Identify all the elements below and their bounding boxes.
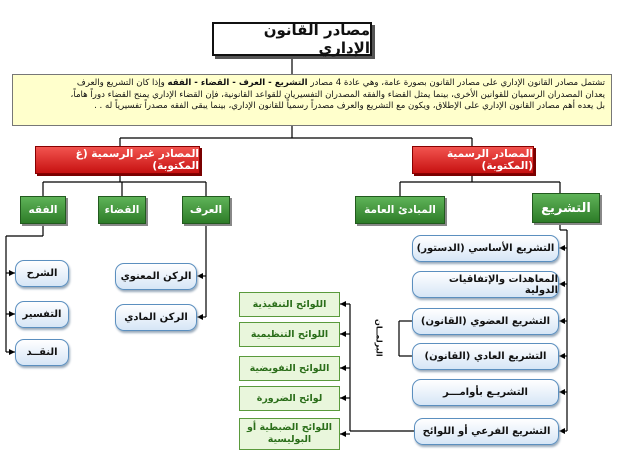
custom-pillar-material: الركن المادي <box>115 304 197 331</box>
jurisprudence-interpretation: التفسير <box>15 301 69 328</box>
legislation-type-ordinances: التشريـع بأوامـــر <box>412 379 559 406</box>
custom-pillar-moral: الركن المعنوي <box>115 263 197 290</box>
regulation-executive: اللوائح التنفيذية <box>239 292 340 317</box>
legislation-box: التشريع <box>532 193 600 223</box>
regulation-police: اللوائح الضبطية أو البوليسية <box>239 418 340 450</box>
intro-line-2: يعدان المصدران الرسميان للقوانين الأخرى،… <box>70 89 605 100</box>
judiciary-box: القضاء <box>98 196 146 224</box>
custom-box: العرف <box>182 196 230 224</box>
general-principles-box: المبادئ العامة <box>355 196 445 224</box>
jurisprudence-explanation: الشرح <box>15 260 69 287</box>
legislation-type-organic: التشريع العضوي (القانون) <box>412 308 559 335</box>
regulation-organizational: اللوائح التنظيمية <box>239 322 340 347</box>
intro-paragraph: تشتمل مصادر القانون الإداري على مصادر ال… <box>12 74 612 126</box>
jurisprudence-criticism: النقــد <box>15 339 69 366</box>
parliament-label: البرلمــان <box>374 319 384 357</box>
legislation-type-treaties: المعاهدات والإتفاقيات الدولية <box>412 271 559 298</box>
regulation-delegated: اللوائح التفويضية <box>239 356 340 381</box>
intro-highlight: التشريع - العرف - القضاء - الفقه <box>167 78 308 88</box>
intro-line-3: بل يعده أهم مصادر القانون الإداري على ال… <box>94 101 605 111</box>
regulation-necessity: لوائح الضرورة <box>239 386 340 411</box>
legislation-type-subsidiary: التشريع الفرعي أو اللوائح <box>414 418 559 445</box>
jurisprudence-box: الفقه <box>20 196 66 224</box>
legislation-type-constitution: التشريع الأساسي (الدستور) <box>412 235 559 262</box>
unofficial-sources-box: المصادر غير الرسمية (غ المكتوبة) <box>35 146 200 174</box>
official-sources-box: المصادر الرسمية (المكتوبة) <box>412 146 534 174</box>
page-title: مصادر القانون الإداري <box>212 21 372 57</box>
intro-line-1: تشتمل مصادر القانون الإداري على مصادر ال… <box>76 78 605 88</box>
legislation-type-ordinary: التشريع العادي (القانون) <box>412 343 559 370</box>
